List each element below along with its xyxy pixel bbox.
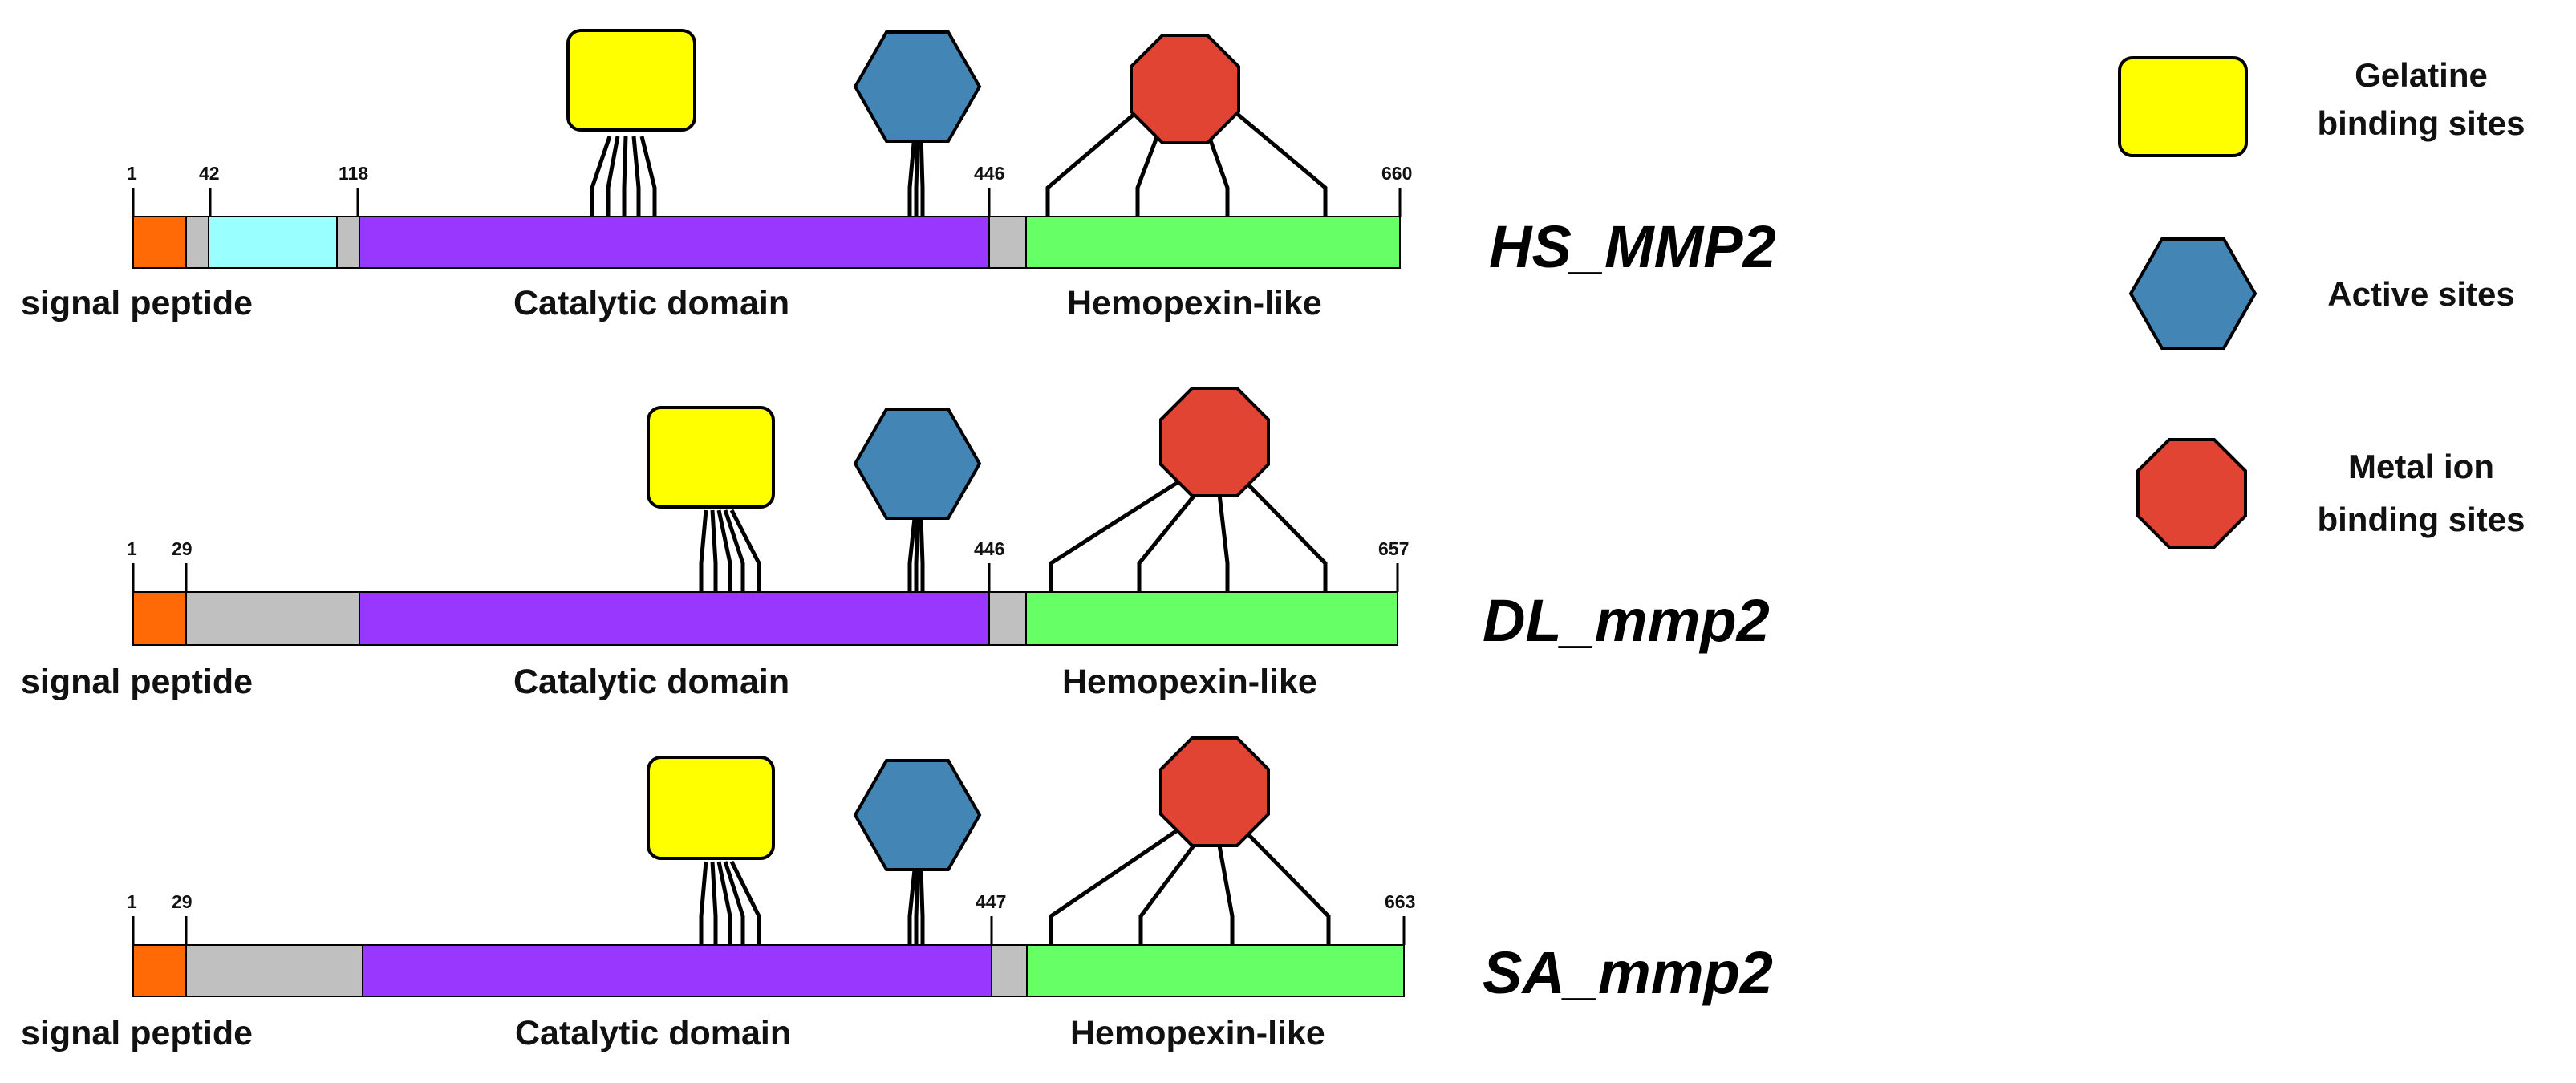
hemopexin-segment <box>1025 591 1398 646</box>
linker-segment <box>988 591 1027 646</box>
metal-ion-connectors <box>1049 479 1328 592</box>
position-label: 446 <box>974 163 1004 184</box>
gelatine-binding-square-icon <box>647 756 775 860</box>
position-label: 660 <box>1381 163 1412 184</box>
hemopexin-label: Hemopexin-like <box>1070 1014 1325 1053</box>
position-label: 118 <box>339 163 368 184</box>
gelatine-connectors <box>590 136 657 217</box>
protein-row-dl-mmp2: 1 29 446 657 signal peptide Catalytic do… <box>21 387 1770 701</box>
metal-ion-octagon-icon <box>1159 387 1270 497</box>
active-site-connectors <box>907 134 925 217</box>
metal-ion-octagon-icon <box>1159 736 1270 847</box>
active-site-hexagon-icon <box>853 759 982 871</box>
position-ticks <box>132 188 1402 217</box>
position-label: 1 <box>127 538 137 559</box>
position-label: 657 <box>1378 538 1409 559</box>
active-site-connectors <box>907 869 925 945</box>
gelatine-connectors <box>699 509 761 592</box>
linker-segment <box>185 944 363 997</box>
catalytic-domain-segment <box>362 944 992 997</box>
hemopexin-segment <box>1026 944 1405 997</box>
catalytic-domain-segment <box>359 591 990 646</box>
gelatine-connectors <box>699 860 761 945</box>
legend-item-active: Active sites <box>2128 237 2515 350</box>
legend-label: Active sites <box>2327 275 2514 313</box>
gelatine-binding-square-icon <box>647 406 775 509</box>
linker-segment <box>336 216 360 269</box>
linker-segment <box>185 216 209 269</box>
metal-ion-octagon-icon <box>1130 34 1240 144</box>
legend: Gelatine binding sites Active sites Meta… <box>2118 56 2525 549</box>
metal-ion-octagon-icon <box>2136 438 2247 549</box>
active-site-connectors <box>907 517 925 592</box>
legend-item-gelatine: Gelatine binding sites <box>2118 56 2525 157</box>
position-label: 42 <box>199 163 220 184</box>
signal-peptide-segment <box>132 591 187 646</box>
legend-label: binding sites <box>2317 104 2525 142</box>
position-label: 29 <box>172 891 193 912</box>
catalytic-domain-label: Catalytic domain <box>515 1014 791 1053</box>
catalytic-domain-label: Catalytic domain <box>513 284 789 322</box>
signal-peptide-label: signal peptide <box>21 663 253 701</box>
protein-name: HS_MMP2 <box>1489 213 1776 280</box>
linker-segment <box>185 591 360 646</box>
position-ticks <box>132 563 1399 592</box>
active-site-hexagon-icon <box>2128 237 2258 350</box>
protein-row-sa-mmp2: 1 29 447 663 signal peptide Catalytic do… <box>21 736 1773 1053</box>
protein-row-hs-mmp2: 1 42 118 446 660 signal peptide <box>21 29 1776 322</box>
hemopexin-label: Hemopexin-like <box>1067 284 1322 322</box>
gelatine-binding-square-icon <box>2118 56 2248 157</box>
signal-peptide-label: signal peptide <box>21 284 253 322</box>
position-label: 447 <box>976 891 1006 912</box>
gelatine-binding-square-icon <box>566 29 696 132</box>
linker-segment <box>988 216 1027 269</box>
hemopexin-segment <box>1025 216 1401 269</box>
legend-label: Metal ion <box>2348 448 2494 485</box>
position-label: 1 <box>127 163 137 184</box>
hemopexin-label: Hemopexin-like <box>1062 663 1317 701</box>
metal-ion-connectors <box>1049 829 1331 945</box>
position-label: 29 <box>172 538 193 559</box>
position-label: 446 <box>974 538 1004 559</box>
catalytic-domain-label: Catalytic domain <box>513 663 789 701</box>
protein-name: SA_mmp2 <box>1483 939 1773 1006</box>
signal-peptide-label: signal peptide <box>21 1014 253 1053</box>
signal-peptide-segment <box>132 216 187 269</box>
legend-label: binding sites <box>2317 501 2525 538</box>
domain-bar <box>132 216 1401 269</box>
linker-segment <box>991 944 1028 997</box>
active-site-hexagon-icon <box>853 30 982 143</box>
domain-bar <box>132 944 1405 997</box>
metal-ion-connectors <box>1045 103 1328 217</box>
active-site-hexagon-icon <box>853 408 982 520</box>
legend-label: Gelatine <box>2355 56 2488 94</box>
legend-item-metal: Metal ion binding sites <box>2136 438 2525 549</box>
propeptide-segment <box>208 216 338 269</box>
catalytic-domain-segment <box>359 216 990 269</box>
position-label: 1 <box>127 891 137 912</box>
position-label: 663 <box>1385 891 1415 912</box>
position-ticks <box>132 916 1406 945</box>
signal-peptide-segment <box>132 944 187 997</box>
domain-bar <box>132 591 1398 646</box>
protein-name: DL_mmp2 <box>1483 587 1770 654</box>
